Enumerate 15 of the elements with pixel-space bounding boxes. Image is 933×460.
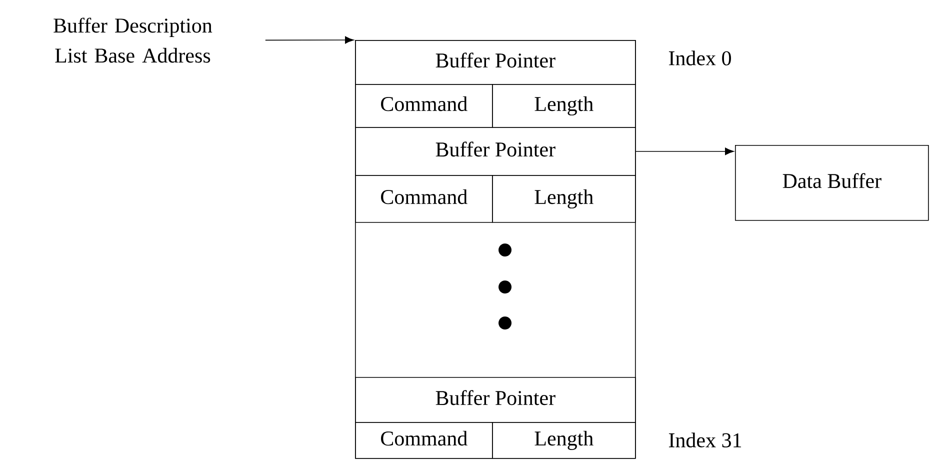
table-cell: Buffer Pointer xyxy=(355,377,636,423)
arrow xyxy=(265,36,354,44)
table-cell: Length xyxy=(492,175,636,223)
table-cell: Length xyxy=(492,422,636,459)
table-cell: Length xyxy=(492,84,636,128)
table-cell: Command xyxy=(355,175,493,223)
caption-text: Buffer Description List Base Address xyxy=(54,18,212,63)
arrow xyxy=(635,148,734,156)
table-cell: Command xyxy=(355,422,493,459)
table-cell: Command xyxy=(355,84,493,128)
data-buffer-box: Data Buffer xyxy=(735,145,929,221)
index-label: Index 31 xyxy=(668,432,742,448)
index-label: Index 0 xyxy=(668,50,731,66)
table-cell: Buffer Pointer xyxy=(355,40,636,85)
table-cell: Buffer Pointer xyxy=(355,127,636,176)
